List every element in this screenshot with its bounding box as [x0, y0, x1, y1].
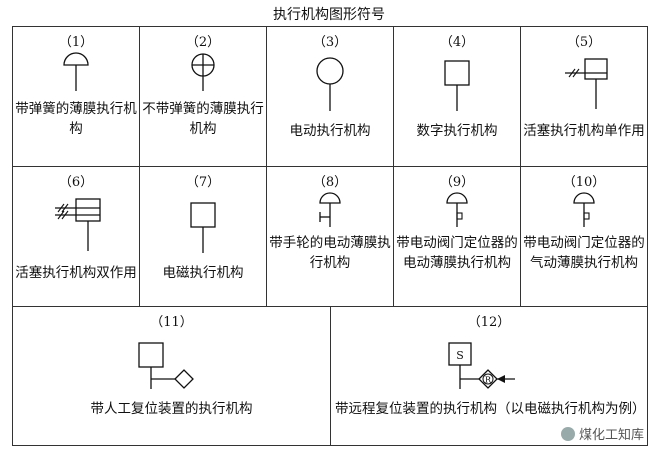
cell-4: （4） 数字执行机构 [394, 27, 521, 167]
double-acting-piston-actuator-symbol [55, 198, 101, 251]
cell-number: （6） [58, 175, 94, 190]
cell-10: （10） 带电动阀门定位器的气动薄膜执行机构 [521, 167, 647, 307]
cell-label: 带弹簧的薄膜执行机构 [15, 101, 137, 137]
cell-7: （7） 电磁执行机构 [140, 167, 267, 307]
cell-9: （9） 带电动阀门定位器的电动薄膜执行机构 [394, 167, 521, 307]
r-letter: R [485, 376, 492, 385]
manual-reset-actuator-symbol [138, 342, 194, 389]
cell-2: （2） 不带弹簧的薄膜执行机构 [140, 27, 267, 167]
remote-reset-actuator-symbol: S R [448, 342, 515, 389]
cell-label: 不带弹簧的薄膜执行机构 [142, 101, 264, 137]
cell-label: 带手轮的电动薄膜执行机构 [269, 235, 391, 271]
single-acting-piston-actuator-symbol [565, 58, 608, 109]
cell-label: 电磁执行机构 [162, 265, 244, 281]
cell-label: 数字执行机构 [416, 123, 498, 139]
cell-label: 带人工复位装置的执行机构 [90, 401, 253, 417]
handwheel-diaphragm-actuator-symbol [319, 192, 341, 227]
cell-label: 活塞执行机构单作用 [523, 123, 645, 139]
cell-label: 带电动阀门定位器的气动薄膜执行机构 [523, 235, 645, 271]
watermark: 煤化工知库 [560, 424, 644, 443]
digital-actuator-symbol [444, 60, 470, 111]
cell-number: （5） [566, 35, 602, 50]
cell-11: （11） 带人工复位装置的执行机构 [13, 307, 331, 445]
electric-actuator-symbol [316, 57, 344, 111]
pneumatic-positioner-diaphragm-actuator-symbol [573, 192, 595, 227]
cell-12: （12） S R 带远程复位装置的执行机构（以电磁执行机构为例） [331, 307, 647, 445]
cell-5: （5） 活塞执行机构单作用 [521, 27, 647, 167]
cell-number: （11） [150, 315, 193, 330]
cell-number: （9） [439, 175, 475, 190]
s-letter: S [456, 349, 464, 362]
cell-label: 电动执行机构 [289, 123, 371, 139]
cell-8: （8） 带手轮的电动薄膜执行机构 [267, 167, 394, 307]
wechat-icon [560, 426, 575, 441]
watermark-text: 煤化工知库 [578, 428, 644, 443]
page-title: 执行机构图形符号 [273, 7, 385, 23]
cell-number: （10） [562, 175, 606, 190]
cell-6: （6） 活塞执行机构双作用 [13, 167, 140, 307]
cell-label: 带远程复位装置的执行机构（以电磁执行机构为例） [335, 401, 646, 417]
cell-number: （4） [439, 35, 475, 50]
cell-label: 活塞执行机构双作用 [15, 265, 137, 281]
symbol-table: （1） 带弹簧的薄膜执行机构 （2） 不带弹簧的薄膜执行机构 （3） 电动执行机… [12, 26, 648, 446]
electric-positioner-diaphragm-actuator-symbol [446, 192, 468, 227]
cell-label: 带电动阀门定位器的电动薄膜执行机构 [396, 235, 518, 271]
cell-number: （7） [185, 175, 221, 190]
cell-number: （12） [467, 315, 511, 330]
cell-number: （3） [312, 35, 348, 50]
solenoid-actuator-symbol [190, 202, 216, 253]
no-spring-diaphragm-actuator-symbol [191, 53, 215, 91]
cell-number: （2） [185, 35, 221, 50]
cell-number: （1） [58, 35, 94, 50]
cell-number: （8） [312, 175, 348, 190]
cell-3: （3） 电动执行机构 [267, 27, 394, 167]
cell-1: （1） 带弹簧的薄膜执行机构 [13, 27, 140, 167]
spring-diaphragm-actuator-symbol [63, 52, 89, 91]
